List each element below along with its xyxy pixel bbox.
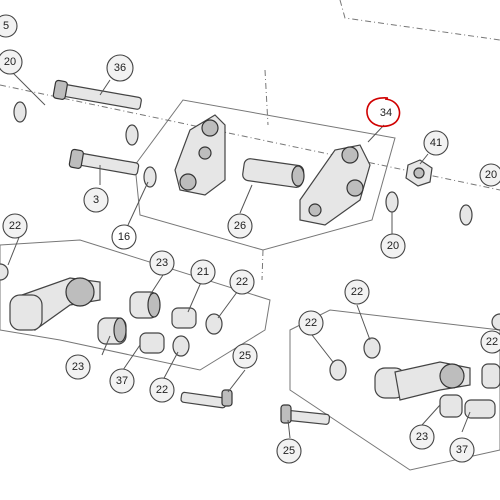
o-ring-part [329, 359, 347, 381]
callout-25: 25 [232, 343, 258, 369]
svg-text:22: 22 [9, 220, 21, 232]
svg-text:22: 22 [486, 336, 498, 348]
pin-part [171, 307, 197, 329]
callout-20: 20 [479, 163, 500, 187]
svg-text:37: 37 [456, 444, 468, 456]
nut-part [405, 159, 433, 187]
callout-22: 22 [298, 310, 324, 336]
washer-part [385, 191, 399, 213]
callout-5: 5 [0, 14, 18, 38]
callout-22: 22 [344, 279, 370, 305]
washer-part [13, 101, 27, 123]
highlight-circle [366, 97, 401, 128]
pin-part [139, 332, 165, 354]
bolt-part [180, 389, 233, 409]
svg-text:22: 22 [156, 384, 168, 396]
svg-text:23: 23 [416, 431, 428, 443]
short-bolt-part [68, 148, 140, 176]
svg-text:20: 20 [4, 56, 16, 68]
assembly-outlines [0, 0, 500, 471]
long-bolt-part [52, 79, 142, 110]
o-ring-part [172, 335, 190, 357]
callout-20: 20 [0, 49, 23, 75]
svg-text:3: 3 [93, 194, 99, 206]
callout-16: 16 [111, 224, 137, 250]
svg-text:36: 36 [114, 62, 126, 74]
svg-text:23: 23 [156, 257, 168, 269]
svg-text:25: 25 [239, 350, 251, 362]
leader-lines [7, 71, 471, 439]
svg-text:22: 22 [305, 317, 317, 329]
callout-23: 23 [409, 424, 435, 450]
svg-text:5: 5 [3, 20, 9, 32]
connecting-rod-right [374, 361, 500, 401]
svg-text:20: 20 [485, 169, 497, 181]
svg-text:22: 22 [236, 276, 248, 288]
svg-text:34: 34 [380, 107, 392, 119]
o-ring-part [491, 313, 500, 331]
bolt-part [280, 404, 331, 425]
callout-34: 34 [380, 107, 392, 119]
svg-text:25: 25 [283, 445, 295, 457]
washer-part [459, 204, 473, 226]
o-ring-part [0, 263, 9, 281]
svg-text:21: 21 [197, 266, 209, 278]
parts [0, 79, 500, 425]
pin-part [464, 399, 496, 419]
svg-text:20: 20 [387, 240, 399, 252]
svg-text:41: 41 [430, 137, 442, 149]
callout-37: 37 [109, 368, 135, 394]
callout-20: 20 [380, 233, 406, 259]
callout-23: 23 [65, 354, 91, 380]
rocker-link-part [299, 144, 371, 226]
bushing-part [439, 394, 463, 418]
callout-3: 3 [83, 187, 109, 213]
callout-26: 26 [227, 213, 253, 239]
callout-22: 22 [149, 377, 175, 403]
sleeve-part [242, 158, 305, 188]
o-ring-part [205, 313, 223, 335]
callout-37: 37 [449, 437, 475, 463]
svg-text:16: 16 [118, 231, 130, 243]
svg-text:37: 37 [116, 375, 128, 387]
callout-22: 22 [2, 213, 28, 239]
callout-23: 23 [149, 250, 175, 276]
callout-22: 22 [229, 269, 255, 295]
svg-text:22: 22 [351, 286, 363, 298]
connecting-rod-left [9, 277, 101, 331]
link-bracket-left [174, 114, 226, 196]
washer-part [143, 166, 157, 188]
svg-text:23: 23 [72, 361, 84, 373]
bushing-part [129, 291, 161, 319]
callout-22: 22 [480, 330, 500, 354]
washer-part [125, 124, 139, 146]
callout-41: 41 [423, 130, 449, 156]
callout-25: 25 [276, 438, 302, 464]
callout-21: 21 [190, 259, 216, 285]
bushing-part [97, 317, 127, 345]
callout-36: 36 [106, 54, 134, 82]
o-ring-part [363, 337, 381, 359]
svg-text:26: 26 [234, 220, 246, 232]
